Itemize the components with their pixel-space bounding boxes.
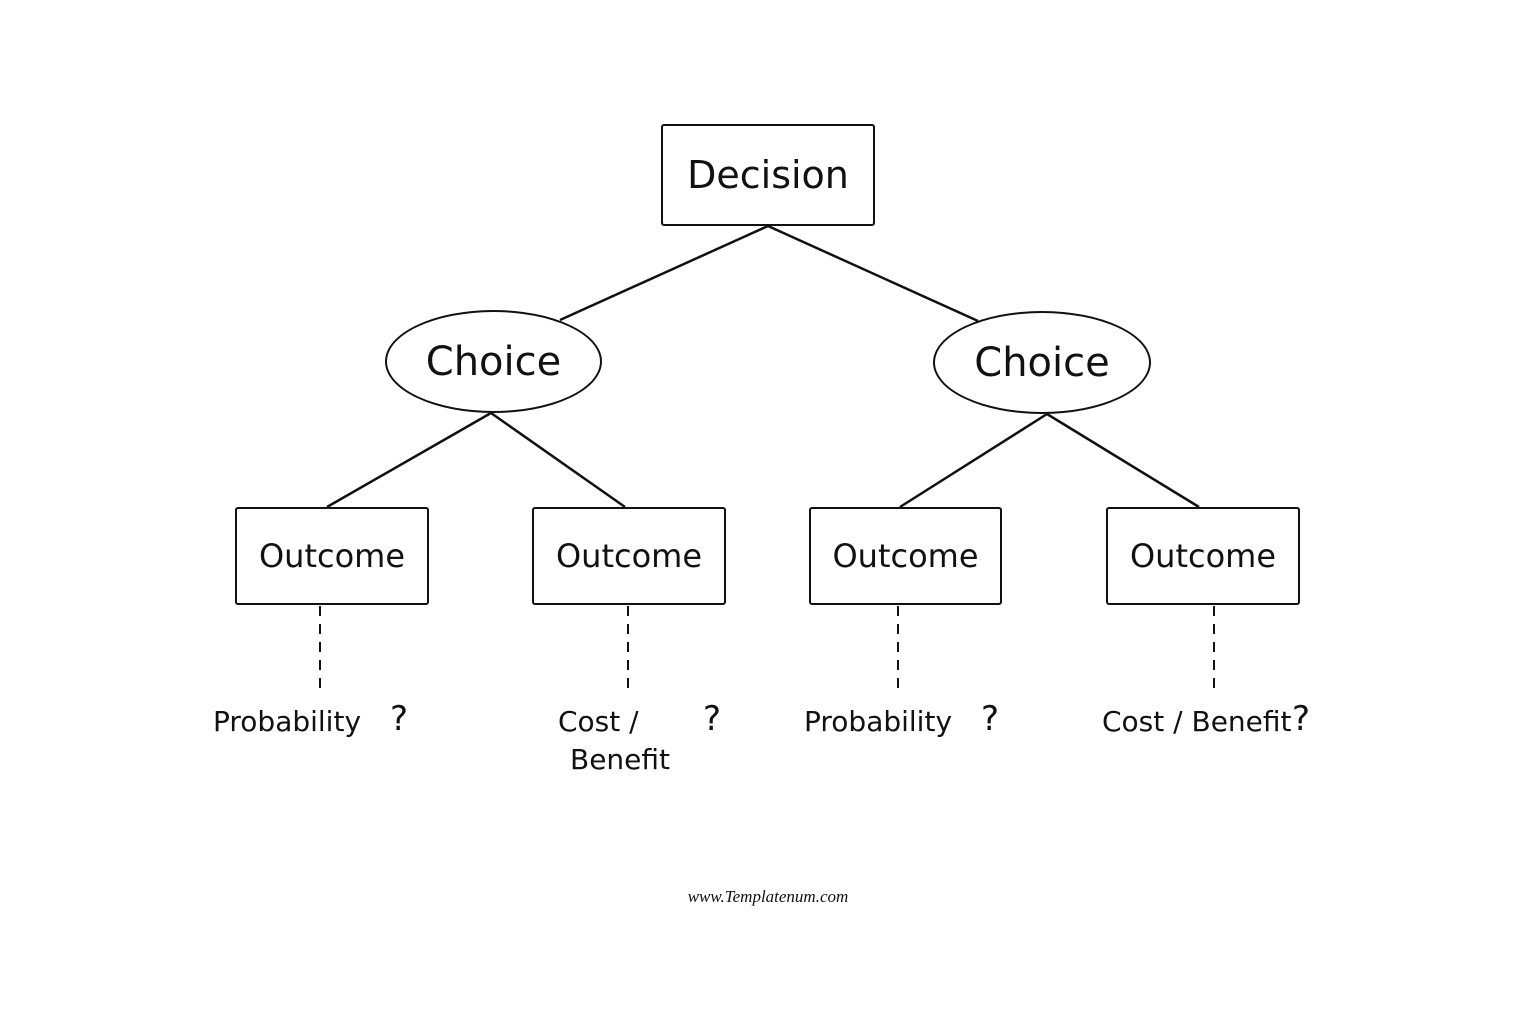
edge-choice-right-outcome-3	[899, 412, 1048, 509]
edge-decision-choice-left	[559, 224, 769, 322]
edge-decision-choice-right	[767, 224, 979, 323]
annotation-probability-1: Probability	[213, 705, 362, 738]
annotation-cost-line-1: Cost /	[558, 705, 639, 738]
edge-choice-left-outcome-1	[326, 411, 492, 509]
annotation-cost-benefit: Cost / Benefit	[1102, 705, 1292, 738]
question-mark-3: ?	[981, 699, 1000, 739]
outcome-label: Outcome	[555, 537, 703, 575]
question-mark-2: ?	[703, 699, 722, 739]
choice-label: Choice	[974, 339, 1110, 386]
outcome-node-4: Outcome	[1106, 507, 1300, 605]
question-mark-4: ?	[1292, 699, 1311, 739]
outcome-node-2: Outcome	[532, 507, 726, 605]
choice-node-left: Choice	[385, 310, 602, 413]
edge-choice-left-outcome-2	[490, 411, 626, 509]
outcome-label: Outcome	[258, 537, 406, 575]
decision-label: Decision	[687, 153, 849, 197]
outcome-node-3: Outcome	[809, 507, 1002, 605]
outcome-label: Outcome	[832, 537, 979, 575]
outcome-node-1: Outcome	[235, 507, 429, 605]
outcome-label: Outcome	[1129, 537, 1277, 575]
annotation-probability-2: Probability	[804, 705, 953, 738]
annotation-benefit-line-2: Benefit	[570, 743, 671, 776]
decision-node: Decision	[661, 124, 875, 226]
choice-label: Choice	[425, 338, 562, 385]
question-mark-1: ?	[390, 699, 409, 739]
footer-watermark: www.Templatenum.com	[687, 887, 849, 906]
choice-node-right: Choice	[933, 311, 1151, 414]
edge-choice-right-outcome-4	[1046, 412, 1200, 509]
